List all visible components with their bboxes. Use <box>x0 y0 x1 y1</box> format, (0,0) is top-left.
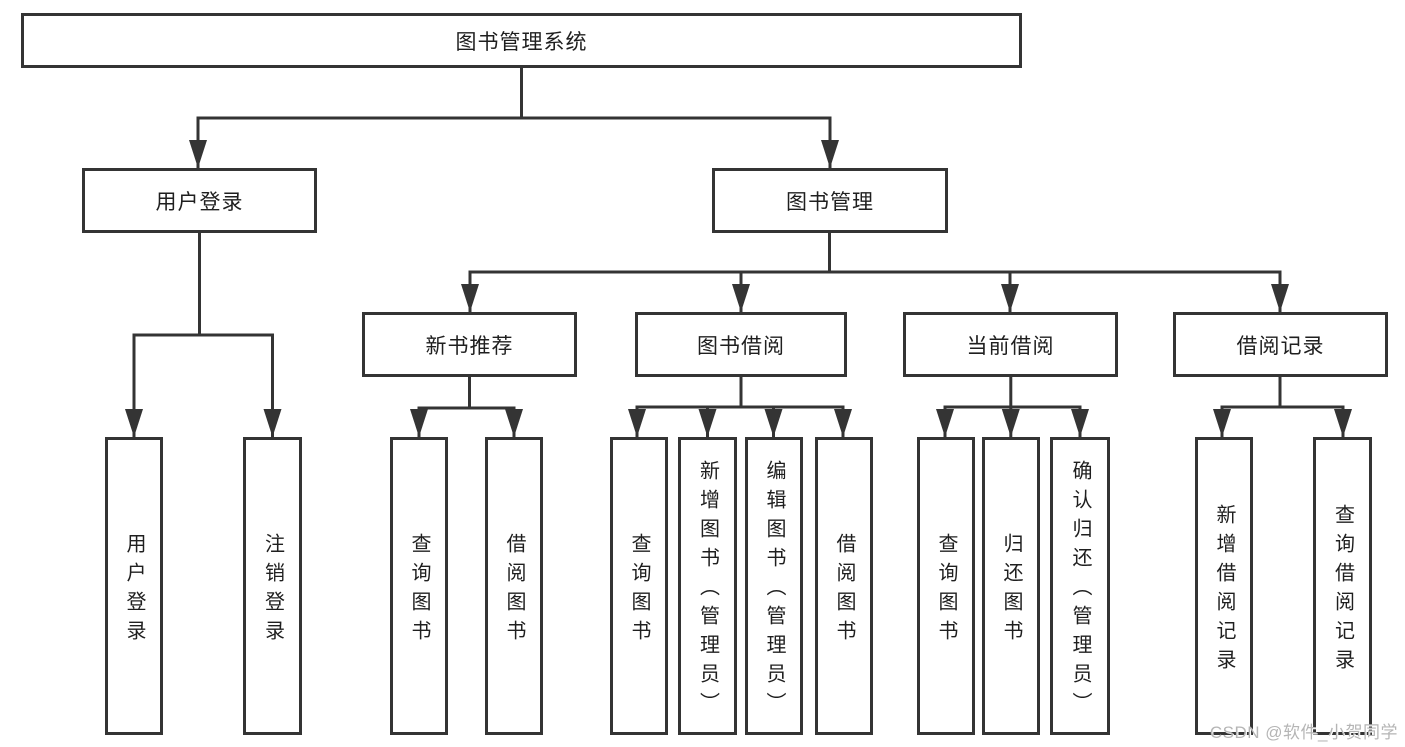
leaf-label: 新增借阅记录 <box>1213 503 1235 678</box>
leaf-label: 查询图书 <box>935 532 957 649</box>
leaf-label: 借阅图书 <box>833 532 855 649</box>
node-library-management-system: 图书管理系统 <box>21 13 1022 68</box>
arrow-down-icon <box>936 409 954 437</box>
leaf-label: 查询图书 <box>628 532 650 649</box>
arrow-down-icon <box>263 409 282 437</box>
connector-lines <box>132 68 1345 437</box>
arrow-down-icon <box>1071 409 1089 437</box>
node-borrowing-records: 借阅记录 <box>1173 312 1388 377</box>
leaf-label: 确认归还（管理员） <box>1069 460 1091 721</box>
arrow-down-icon <box>698 409 717 437</box>
node-new-book-recommendation: 新书推荐 <box>362 312 577 377</box>
leaf-query-books-recommend: 查询图书 <box>390 437 448 735</box>
leaf-user-login: 用户登录 <box>105 437 163 735</box>
arrow-down-icon <box>628 409 646 437</box>
arrow-down-icon <box>505 409 523 437</box>
node-book-management: 图书管理 <box>712 168 948 233</box>
leaf-label: 编辑图书（管理员） <box>763 460 785 721</box>
node-current-borrowing: 当前借阅 <box>903 312 1118 377</box>
leaf-add-books-admin: 新增图书（管理员） <box>678 437 737 735</box>
arrow-down-icon <box>1001 409 1020 437</box>
node-book-borrowing: 图书借阅 <box>635 312 847 377</box>
leaf-edit-books-admin: 编辑图书（管理员） <box>745 437 803 735</box>
leaf-borrow-books-recommend: 借阅图书 <box>485 437 543 735</box>
leaf-borrow-books-borrowing: 借阅图书 <box>815 437 873 735</box>
leaf-query-books-current: 查询图书 <box>917 437 975 735</box>
leaf-add-borrow-record: 新增借阅记录 <box>1195 437 1253 735</box>
arrow-down-icon <box>1271 284 1289 312</box>
arrow-down-icon <box>410 409 428 437</box>
leaf-logout: 注销登录 <box>243 437 302 735</box>
leaf-label: 归还图书 <box>1000 532 1022 649</box>
arrow-down-icon <box>1334 409 1352 437</box>
arrow-down-icon <box>1213 409 1231 437</box>
leaf-label: 注销登录 <box>261 532 284 649</box>
leaf-query-books-borrowing: 查询图书 <box>610 437 668 735</box>
leaf-label: 用户登录 <box>123 532 145 649</box>
arrow-down-icon <box>189 140 207 168</box>
arrow-down-icon <box>1001 284 1019 312</box>
leaf-label: 查询图书 <box>408 532 430 649</box>
leaf-label: 借阅图书 <box>503 532 525 649</box>
arrowheads <box>125 140 1352 437</box>
arrow-down-icon <box>732 284 750 312</box>
arrow-down-icon <box>834 409 852 437</box>
node-user-login: 用户登录 <box>82 168 317 233</box>
arrow-down-icon <box>461 284 479 312</box>
leaf-label: 查询借阅记录 <box>1331 503 1354 678</box>
csdn-watermark: CSDN @软件_小贺同学 <box>1209 723 1398 742</box>
leaf-query-borrow-record: 查询借阅记录 <box>1313 437 1372 735</box>
arrow-down-icon <box>764 409 783 437</box>
leaf-return-books: 归还图书 <box>982 437 1040 735</box>
arrow-down-icon <box>125 409 143 437</box>
leaf-confirm-return-admin: 确认归还（管理员） <box>1050 437 1110 735</box>
leaf-label: 新增图书（管理员） <box>696 460 719 721</box>
arrow-down-icon <box>821 140 839 168</box>
